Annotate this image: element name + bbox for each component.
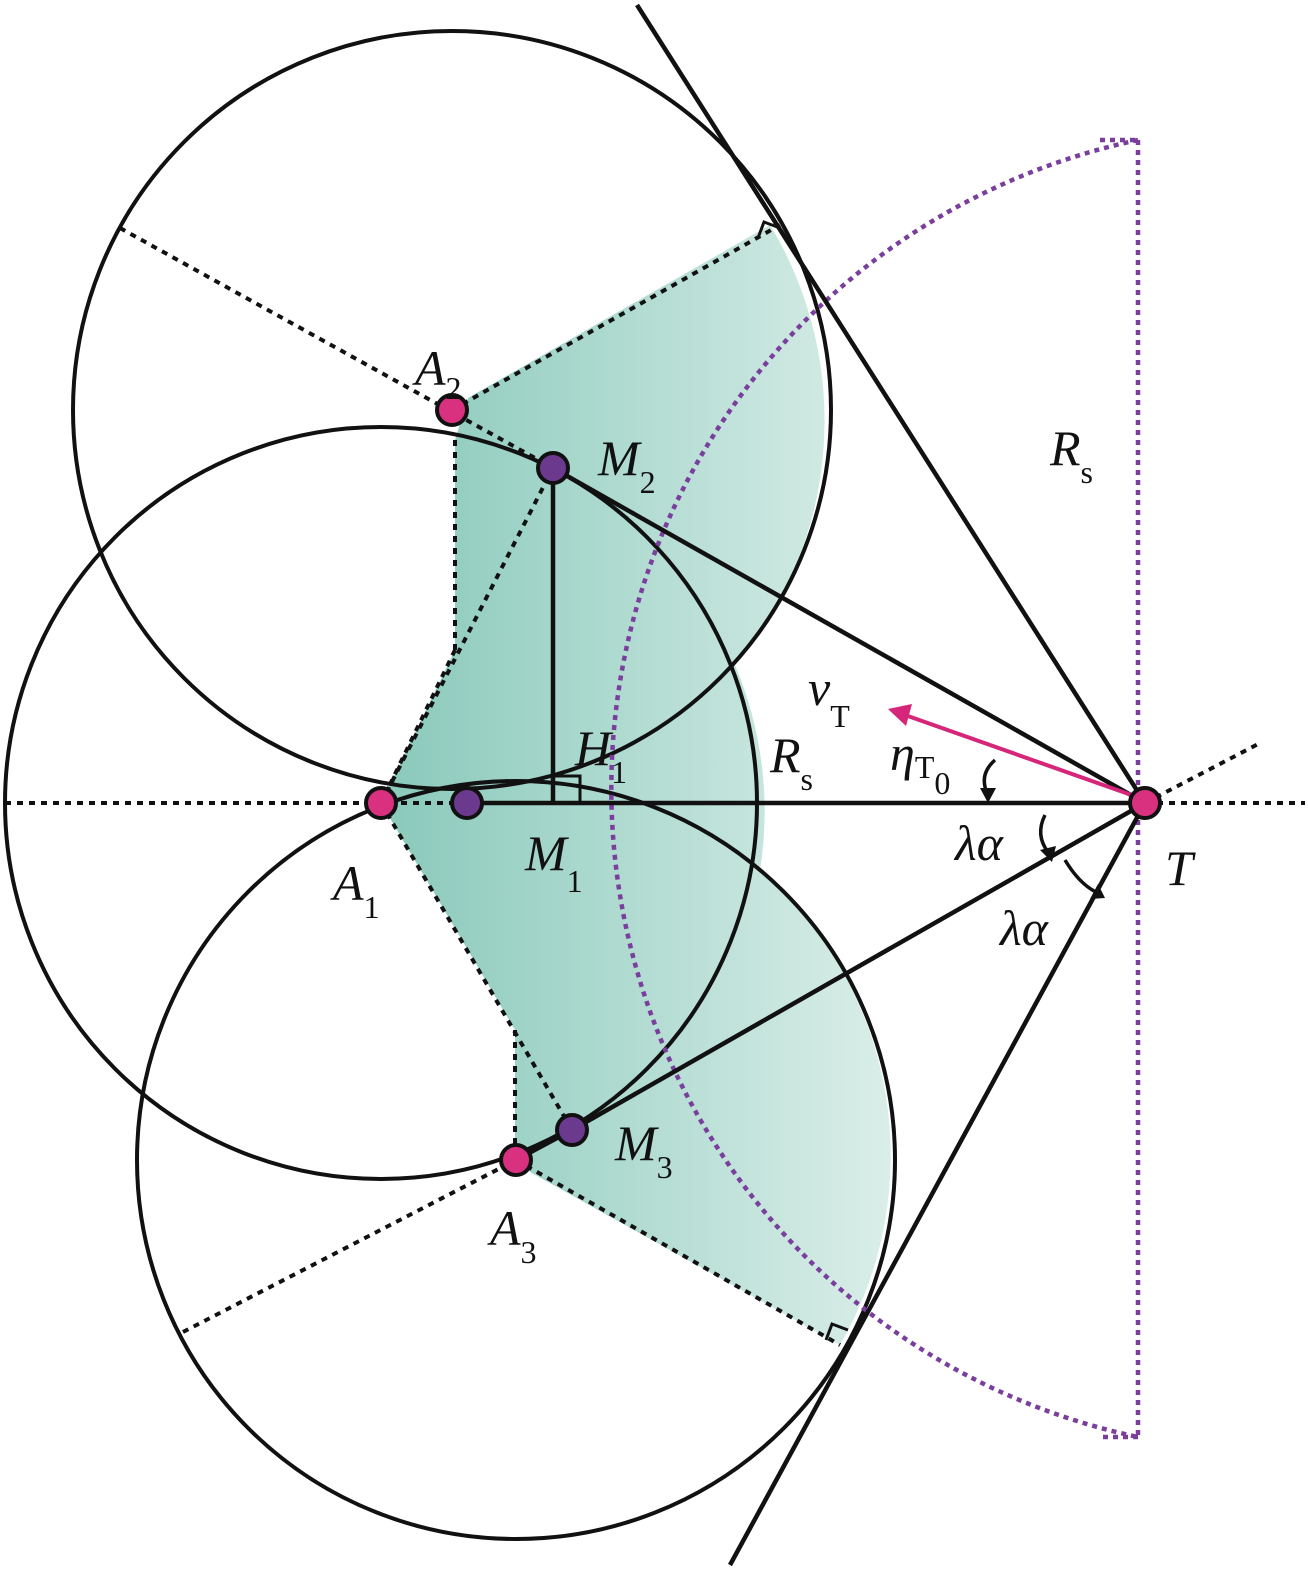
labels: A2 M2 Rs H1 Rs vT ηT0 λα λα T A1 M1 M3 A…	[330, 340, 1196, 1270]
label-rs-top: Rs	[1049, 420, 1093, 490]
point-a2	[435, 393, 469, 427]
label-m3: M3	[614, 1115, 673, 1185]
point-a3	[499, 1143, 533, 1177]
shaded-region	[381, 225, 891, 1345]
label-lambda-alpha-2: λα	[998, 900, 1050, 956]
points	[364, 393, 1162, 1177]
label-a3: A3	[487, 1200, 537, 1270]
purple-dotted-arc	[609, 137, 1141, 1440]
label-a2: A2	[412, 340, 462, 406]
label-vt: vT	[808, 660, 850, 734]
arrowheads	[980, 788, 1105, 899]
label-a1: A1	[330, 855, 380, 925]
point-a1	[364, 786, 398, 820]
point-m3	[555, 1113, 589, 1147]
label-t: T	[1165, 840, 1196, 896]
label-m1: M1	[524, 825, 583, 899]
circle-a2	[71, 29, 833, 791]
label-h1: H1	[574, 720, 627, 790]
label-lambda-alpha-1: λα	[953, 815, 1005, 871]
point-t	[1128, 786, 1162, 820]
label-m2: M2	[597, 430, 656, 500]
circle-a3	[135, 779, 897, 1541]
label-eta: ηT0	[890, 725, 950, 801]
label-rs-mid: Rs	[769, 727, 813, 797]
point-m1	[450, 786, 484, 820]
point-m2	[536, 451, 570, 485]
velocity-vector	[888, 704, 1141, 800]
